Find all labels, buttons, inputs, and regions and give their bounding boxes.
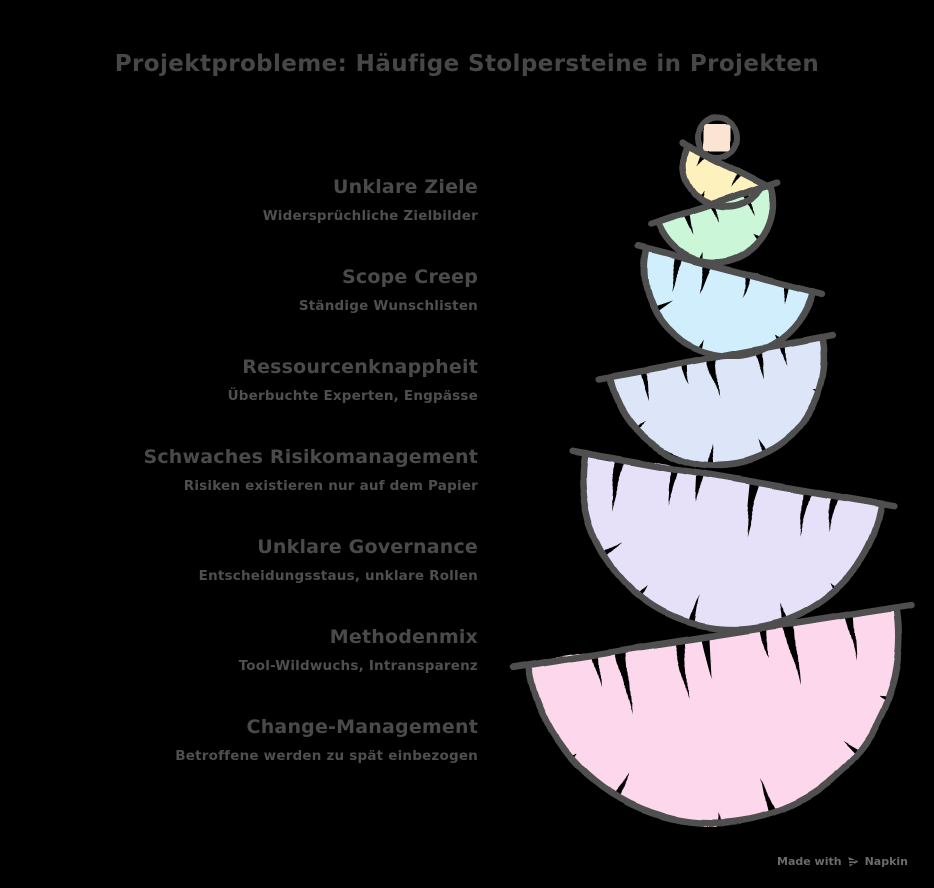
problem-subtext: Widersprüchliche Zielbilder [262, 208, 478, 224]
sketch-notch [683, 361, 691, 383]
spiral-topper [695, 115, 740, 160]
sketch-notch [778, 344, 787, 369]
problem-heading: Unklare Ziele [333, 176, 478, 198]
sketch-notch [708, 357, 720, 397]
sketch-notch [674, 640, 688, 696]
sketch-notch [784, 623, 800, 685]
sketch-notch [744, 481, 760, 538]
problem-heading: Methodenmix [329, 626, 478, 648]
problem-subtext: Betroffene werden zu spät einbezogen [175, 748, 478, 764]
sketch-notch [611, 458, 626, 510]
sketch-notch [670, 256, 684, 293]
sketch-notch [761, 780, 777, 815]
problem-heading: Change-Management [246, 716, 478, 738]
sketch-notch [741, 274, 751, 299]
sketch-notch [698, 263, 710, 294]
watermark: Made with Napkin [777, 855, 908, 868]
problem-heading: Scope Creep [342, 266, 478, 288]
spiral-bowl-outline-3 [641, 245, 817, 360]
spiral-chord-stroke [509, 601, 916, 671]
problem-subtext: Überbuchte Experten, Engpässe [227, 388, 478, 404]
sketch-notch [667, 467, 679, 509]
sketch-notch [752, 348, 763, 382]
sketch-notch [612, 771, 630, 798]
spiral-chord-stroke [596, 331, 837, 383]
spiral-chord-stroke [568, 447, 899, 510]
sketch-notch [600, 540, 623, 555]
spiral-bowl-outline-2 [654, 181, 777, 266]
topper-circle-outline [695, 115, 740, 160]
spiral-chord-stroke [678, 139, 773, 191]
spiral-bowl-outline-6 [524, 603, 903, 826]
watermark-text: Made with [777, 855, 842, 868]
napkin-logo-icon [846, 857, 859, 867]
sketch-notch [590, 653, 600, 690]
sketch-notch [688, 595, 700, 625]
spiral-bowl-outlines [509, 139, 916, 826]
sketch-notch [784, 284, 792, 304]
sketch-notch [707, 442, 714, 466]
sketch-notch [713, 808, 720, 823]
sketch-notch [828, 495, 839, 531]
sketch-notch [799, 490, 813, 537]
spiral-bowl-3 [644, 249, 813, 357]
spiral-bowl-6 [528, 607, 900, 823]
spiral-chord-stroke [634, 243, 826, 298]
sketch-notch [844, 613, 857, 663]
problem-heading: Schwaches Risikomanagement [143, 446, 478, 468]
spiral-bowl-outline-4 [606, 333, 829, 469]
problem-subtext: Entscheidungsstaus, unklare Rollen [198, 568, 478, 584]
spiral-bowl-outline-5 [579, 449, 886, 633]
watermark-brand: Napkin [864, 855, 908, 868]
sketch-notch [682, 211, 693, 234]
sketch-notch [695, 472, 705, 503]
sketch-notch [639, 370, 649, 399]
sketch-notch [700, 636, 712, 679]
sketch-notch [760, 627, 769, 657]
problem-subtext: Risiken existieren nur auf dem Papier [183, 478, 478, 494]
sketch-notch [614, 649, 631, 718]
problem-heading: Ressourcenknappheit [242, 356, 478, 378]
spiral-chord-stroke [647, 179, 781, 228]
problem-heading: Unklare Governance [257, 536, 478, 558]
topper-square [703, 124, 731, 151]
problem-subtext: Tool-Wildwuchs, Intransparenz [238, 658, 478, 674]
problem-subtext: Ständige Wunschlisten [298, 298, 478, 314]
page-title: Projektprobleme: Häufige Stolpersteine i… [114, 51, 820, 77]
